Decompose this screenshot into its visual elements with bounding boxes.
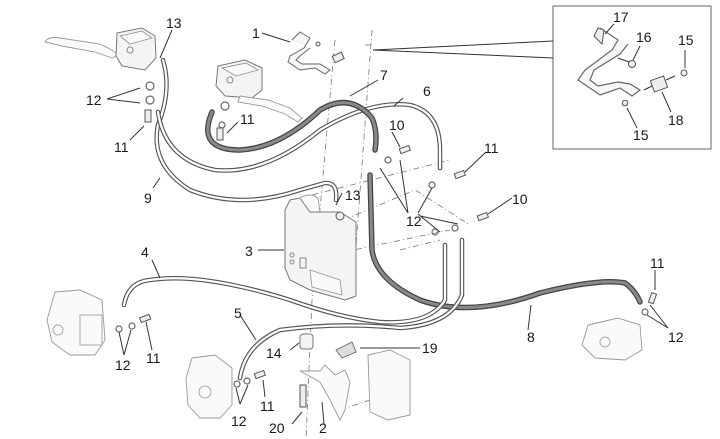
- callout-2: 2: [319, 420, 327, 436]
- inset-clip: [593, 27, 605, 46]
- callout-10: 10: [389, 117, 405, 133]
- front-master-cylinder: [44, 27, 157, 71]
- bracket-part-1: [287, 31, 345, 75]
- inset-nut-15: [680, 69, 688, 77]
- hose-6: [155, 102, 443, 173]
- callout-12: 12: [668, 329, 684, 345]
- clip-19: [335, 341, 357, 359]
- callout-19: 19: [422, 340, 438, 356]
- callout-10: 10: [512, 191, 528, 207]
- hose-8: [367, 172, 643, 311]
- front-left-caliper: [46, 289, 106, 356]
- callout-11: 11: [146, 350, 161, 366]
- center-caliper: [185, 354, 233, 419]
- bolt-20: [299, 384, 307, 408]
- fasteners: [115, 81, 658, 422]
- leader-lines: [106, 29, 669, 425]
- callout-11: 11: [484, 140, 499, 156]
- bracket-2: [299, 364, 351, 422]
- inset-callout-18: 18: [668, 112, 684, 128]
- callout-labels: 13 1 12 11 11 7 6 10 11 9 13 12 10 3 4 1…: [86, 9, 694, 436]
- callout-13: 13: [345, 187, 361, 203]
- pads-19: [367, 349, 411, 421]
- callout-11: 11: [260, 398, 275, 414]
- brake-hoses: [121, 57, 643, 381]
- rear-master-cylinder: [215, 59, 303, 123]
- inset-bracket: [577, 27, 642, 97]
- callout-8: 8: [527, 329, 535, 345]
- callout-11: 11: [114, 139, 129, 155]
- callout-5: 5: [234, 305, 242, 321]
- inset-connector-18: [649, 75, 669, 93]
- rear-right-caliper: [581, 317, 643, 361]
- callout-11: 11: [240, 111, 255, 127]
- callout-1: 1: [252, 25, 260, 41]
- inset-callout-15: 15: [633, 127, 649, 143]
- callout-12: 12: [86, 92, 102, 108]
- inset-callout-16: 16: [636, 29, 652, 45]
- callout-20: 20: [269, 420, 285, 436]
- inset-callout-15: 15: [678, 32, 694, 48]
- callout-12: 12: [115, 357, 131, 373]
- callout-12: 12: [231, 413, 247, 429]
- inset-detail-box: [372, 5, 712, 150]
- inset-washer-15: [621, 99, 629, 107]
- callout-7: 7: [380, 67, 388, 83]
- callout-9: 9: [144, 190, 152, 206]
- callout-14: 14: [266, 345, 282, 361]
- callout-13: 13: [166, 15, 182, 31]
- abs-unit-part-3: [284, 194, 357, 301]
- callout-11: 11: [650, 255, 665, 271]
- callout-3: 3: [245, 243, 253, 259]
- callout-6: 6: [423, 83, 431, 99]
- callout-4: 4: [141, 244, 149, 260]
- inset-callout-17: 17: [613, 9, 629, 25]
- rubber-mount-14: [299, 333, 314, 350]
- inset-bolt-16: [628, 60, 636, 68]
- callout-12: 12: [406, 213, 422, 229]
